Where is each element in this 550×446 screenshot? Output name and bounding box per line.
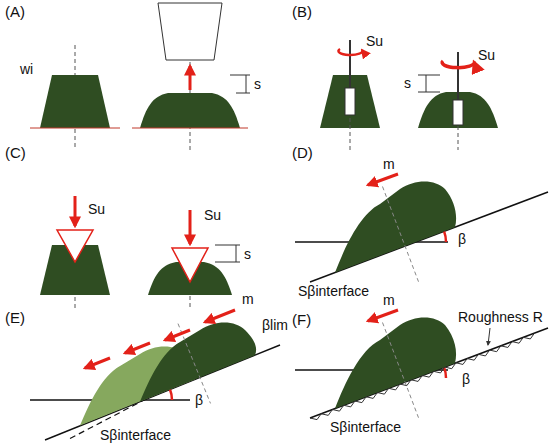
symbol-label: Su xyxy=(204,208,221,222)
rotation-arrow xyxy=(338,49,362,55)
fall-cone xyxy=(172,248,208,282)
angle-label: β xyxy=(462,372,470,386)
angle-label: βlim xyxy=(262,318,288,332)
dimension-tick xyxy=(418,92,440,93)
panel-label: (A) xyxy=(5,4,25,19)
normal-line xyxy=(383,187,419,282)
panel-label: (B) xyxy=(292,4,312,19)
dimension-label: s xyxy=(244,247,251,261)
roughness-profile xyxy=(310,333,535,420)
symbol-label: Su xyxy=(88,202,105,216)
vane-blade xyxy=(345,88,355,115)
angle-label: β xyxy=(195,393,203,407)
dimension-line xyxy=(246,75,247,93)
soil-sample xyxy=(40,75,110,128)
dimension-label: s xyxy=(404,76,411,90)
base-line xyxy=(30,128,120,129)
cone-mould xyxy=(158,3,222,60)
fall-cone xyxy=(57,230,93,262)
angle-arc xyxy=(444,231,446,242)
angle-arc xyxy=(444,367,446,378)
roughness-label: Roughness R xyxy=(458,310,543,324)
panel-label: (F) xyxy=(292,312,311,327)
panel-label: (D) xyxy=(292,145,313,160)
symbol-label: m xyxy=(383,157,395,171)
slide-arrow xyxy=(165,330,190,340)
soil-mass xyxy=(335,318,456,409)
symbol-label: m xyxy=(242,292,254,306)
slide-arrow xyxy=(85,358,110,368)
slide-arrow xyxy=(205,310,235,322)
load-arrow xyxy=(189,210,192,244)
base-line xyxy=(132,128,248,129)
symbol-label: Su xyxy=(366,34,383,48)
angle-arc xyxy=(170,390,172,401)
slide-arrow xyxy=(368,174,398,185)
soil-mass xyxy=(140,323,256,402)
dimension-tick xyxy=(230,75,250,76)
slumped-sample xyxy=(140,93,240,128)
leader-line xyxy=(488,328,490,345)
rotation-arrow xyxy=(442,61,474,68)
soil-mass xyxy=(335,182,456,273)
load-arrow xyxy=(74,196,77,226)
dimension-line xyxy=(426,75,427,92)
interface-label: Sβinterface xyxy=(298,284,369,298)
slide-arrow xyxy=(368,310,398,321)
dimension-line xyxy=(236,245,237,262)
vane-shaft xyxy=(457,52,459,102)
normal-line xyxy=(383,323,419,418)
symbol-label: Su xyxy=(478,48,495,62)
dimension-label: s xyxy=(254,77,261,91)
normal-line xyxy=(178,324,211,404)
slope-group xyxy=(295,310,548,420)
vane-shaft xyxy=(349,40,351,90)
panel-label: (E) xyxy=(5,310,25,325)
panel-label: (C) xyxy=(5,145,26,160)
interface-label: Sβinterface xyxy=(330,420,401,434)
interface-label: Sβinterface xyxy=(100,428,171,442)
slope-group xyxy=(295,174,548,282)
symbol-label: m xyxy=(383,293,395,307)
angle-label: β xyxy=(458,232,466,246)
dimension-label: wi xyxy=(20,62,33,76)
dimension-tick xyxy=(236,93,250,94)
lift-arrow xyxy=(189,66,192,90)
slide-arrow xyxy=(125,343,150,353)
dimension-tick xyxy=(418,75,440,76)
vane-blade xyxy=(453,100,463,125)
